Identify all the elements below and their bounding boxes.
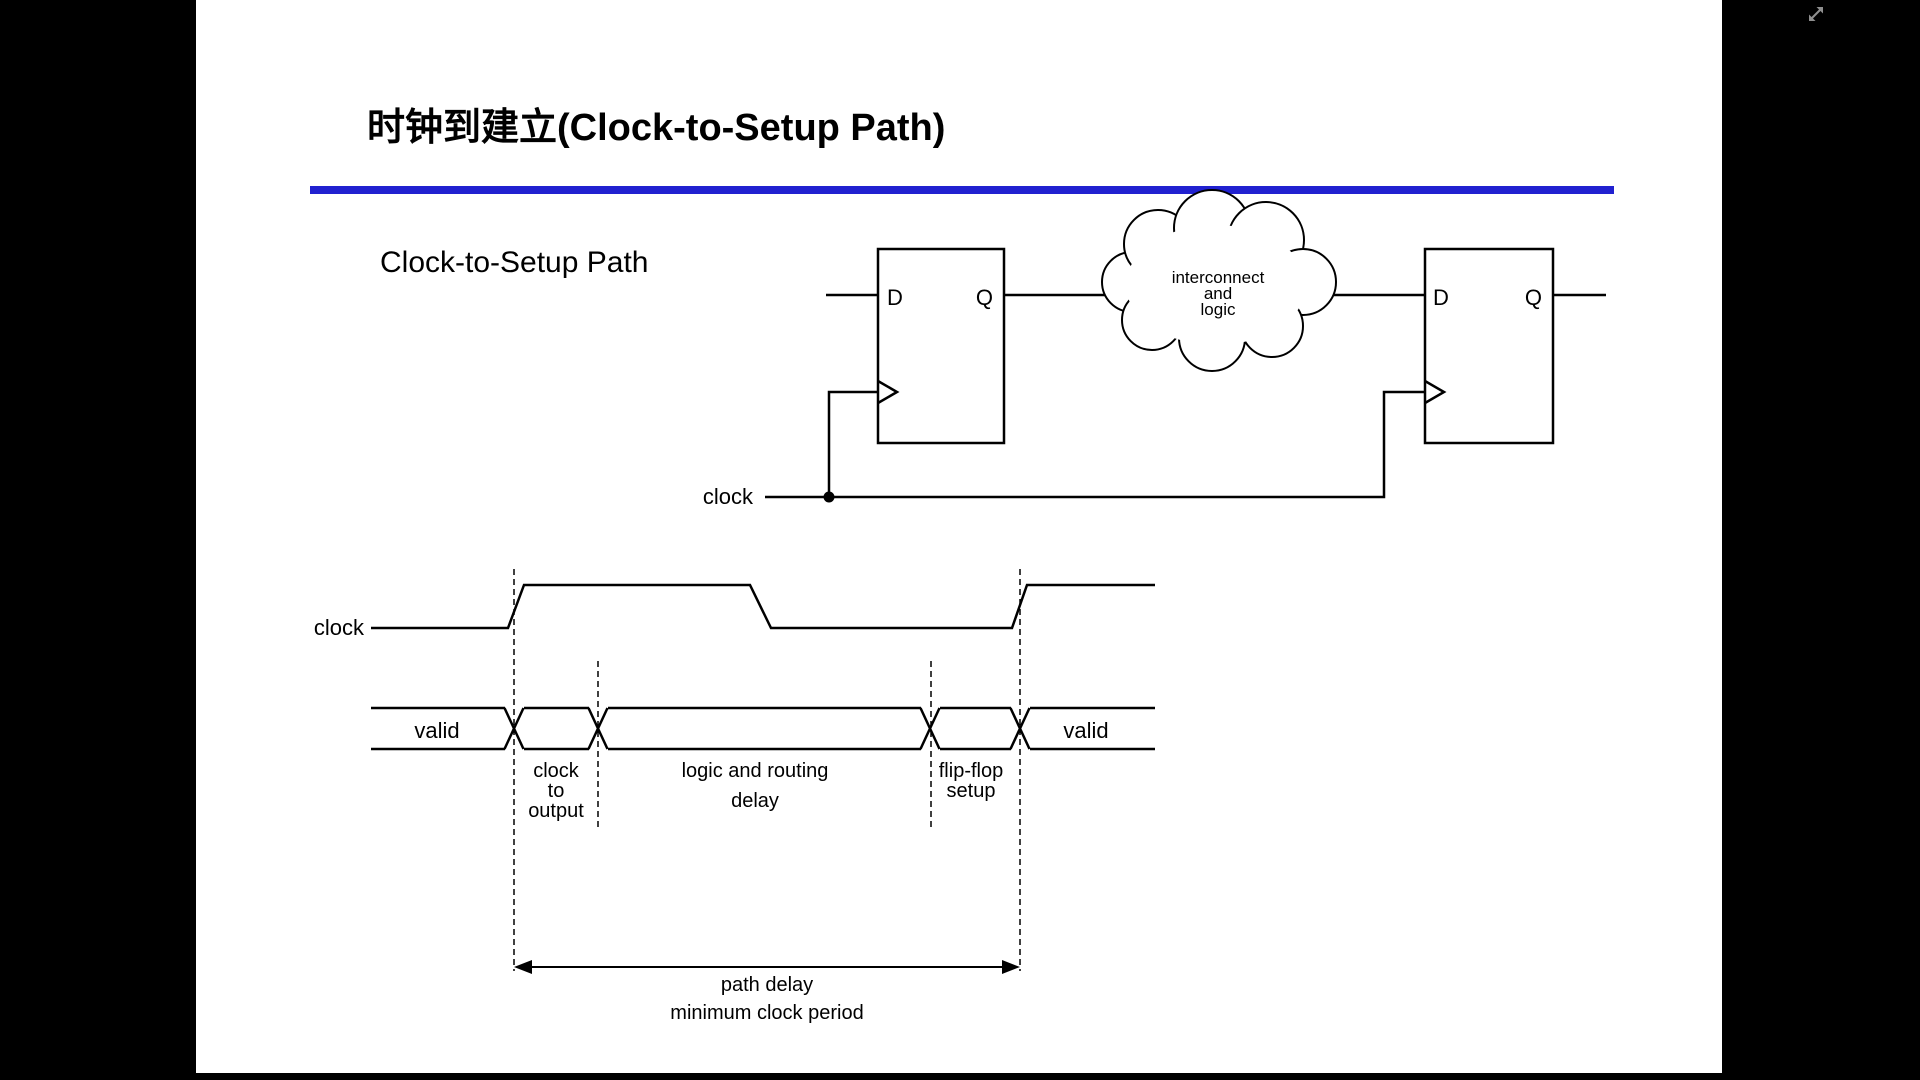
clock-junction-dot (823, 491, 835, 503)
clock-to-output-line1: clock (533, 760, 580, 782)
circuit-clock-label: clock (703, 484, 754, 509)
ff-right-q-label: Q (1525, 285, 1542, 310)
bus-transition-crossings (503, 707, 1031, 750)
flip-flop-setup-line2: setup (947, 780, 996, 802)
circuit-diagram (765, 247, 1606, 499)
ff-left-q-label: Q (976, 285, 993, 310)
cloud-label-line1: interconnect (1172, 268, 1265, 287)
ff-right-d-label: D (1433, 285, 1449, 310)
logic-routing-delay-line1: logic and routing (682, 760, 829, 782)
timing-clock-label: clock (314, 615, 365, 640)
clock-to-output-line3: output (528, 800, 584, 822)
valid-label-right: valid (1063, 718, 1108, 743)
cloud-interior (1126, 225, 1306, 345)
timing-diagram: clock valid valid clock to output logic … (314, 569, 1155, 1024)
path-delay-label-line2: minimum clock period (670, 1002, 863, 1024)
clock-edge-triangle-right (1424, 379, 1447, 405)
flipflop-right-box (1423, 247, 1555, 445)
ff-left-d-label: D (887, 285, 903, 310)
flip-flop-setup-line1: flip-flop (939, 760, 1003, 782)
title-divider (310, 186, 1614, 194)
cloud-label-line2: and (1204, 284, 1232, 303)
logic-routing-delay-line2: delay (731, 790, 779, 812)
page-title: 时钟到建立(Clock-to-Setup Path) (367, 107, 945, 149)
clock-edge-triangle-left (877, 379, 900, 405)
path-delay-label-line1: path delay (721, 974, 813, 996)
wire-clock-branch (827, 390, 878, 497)
clock-to-output-line2: to (548, 780, 565, 802)
arrowhead-right-icon (1002, 960, 1020, 974)
slide-background (196, 0, 1722, 1073)
slide-subtitle: Clock-to-Setup Path (380, 246, 648, 279)
interconnect-cloud: interconnect and logic (1101, 189, 1337, 372)
expand-icon[interactable] (1809, 7, 1823, 21)
arrowhead-left-icon (514, 960, 532, 974)
valid-label-left: valid (414, 718, 459, 743)
wire-clock-net (765, 390, 1425, 499)
clock-waveform (371, 583, 1155, 630)
flipflop-left-box (876, 247, 1006, 445)
cloud-label-line3: logic (1201, 300, 1236, 319)
